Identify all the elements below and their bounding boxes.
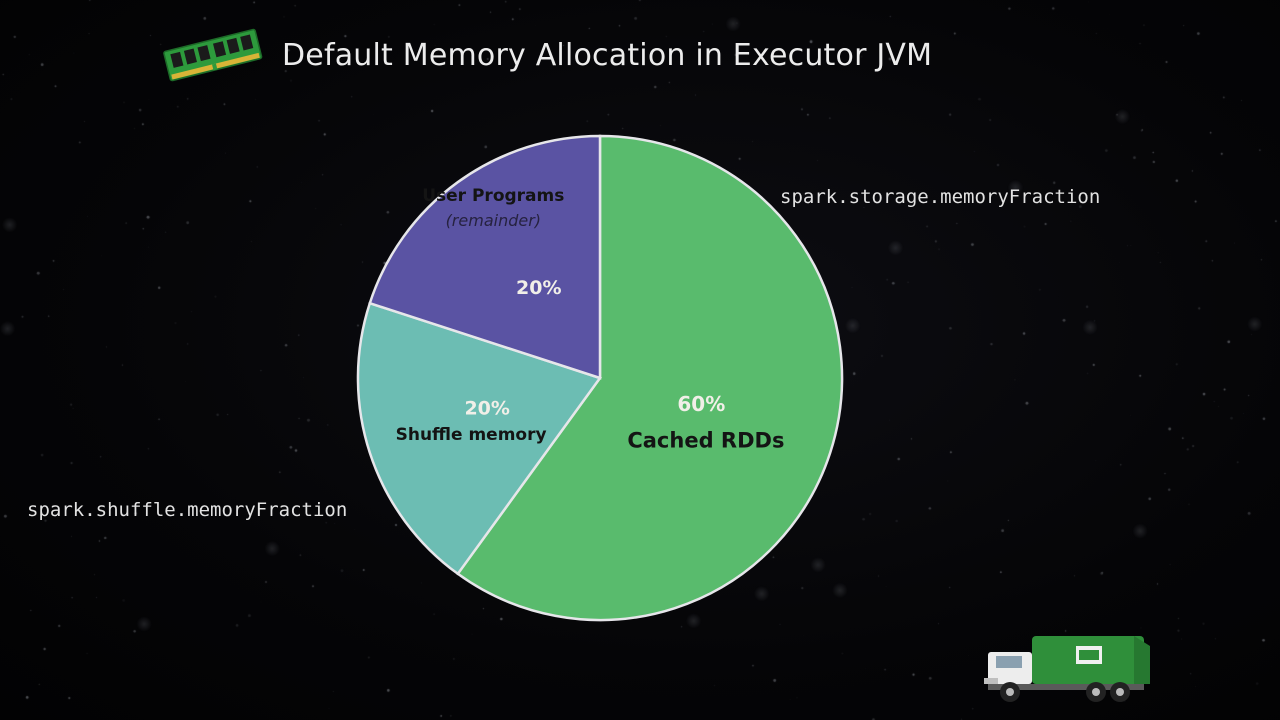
storage-memory-fraction-label: spark.storage.memoryFraction bbox=[780, 186, 1101, 208]
pie-slice-user-programs bbox=[368, 134, 602, 380]
memory-chip-icon bbox=[163, 28, 263, 82]
slide-title: Default Memory Allocation in Executor JV… bbox=[282, 38, 933, 73]
shuffle-memory-fraction-label: spark.shuffle.memoryFraction bbox=[27, 499, 348, 521]
pie-slice-cached-rdds bbox=[456, 134, 844, 622]
slice-label-user-programs: User Programs bbox=[422, 186, 564, 206]
garbage-truck-icon bbox=[984, 636, 1150, 702]
slice-label-cached-rdds: Cached RDDs bbox=[627, 428, 784, 452]
slice-percent-cached-rdds: 60% bbox=[677, 392, 725, 416]
slice-percent-user-programs: 20% bbox=[516, 277, 561, 299]
slice-sublabel-user-programs: (remainder) bbox=[446, 211, 541, 230]
pie-slice-shuffle-memory bbox=[356, 301, 603, 576]
slice-label-shuffle-memory: Shuffle memory bbox=[396, 425, 547, 445]
slice-percent-shuffle-memory: 20% bbox=[464, 398, 509, 420]
